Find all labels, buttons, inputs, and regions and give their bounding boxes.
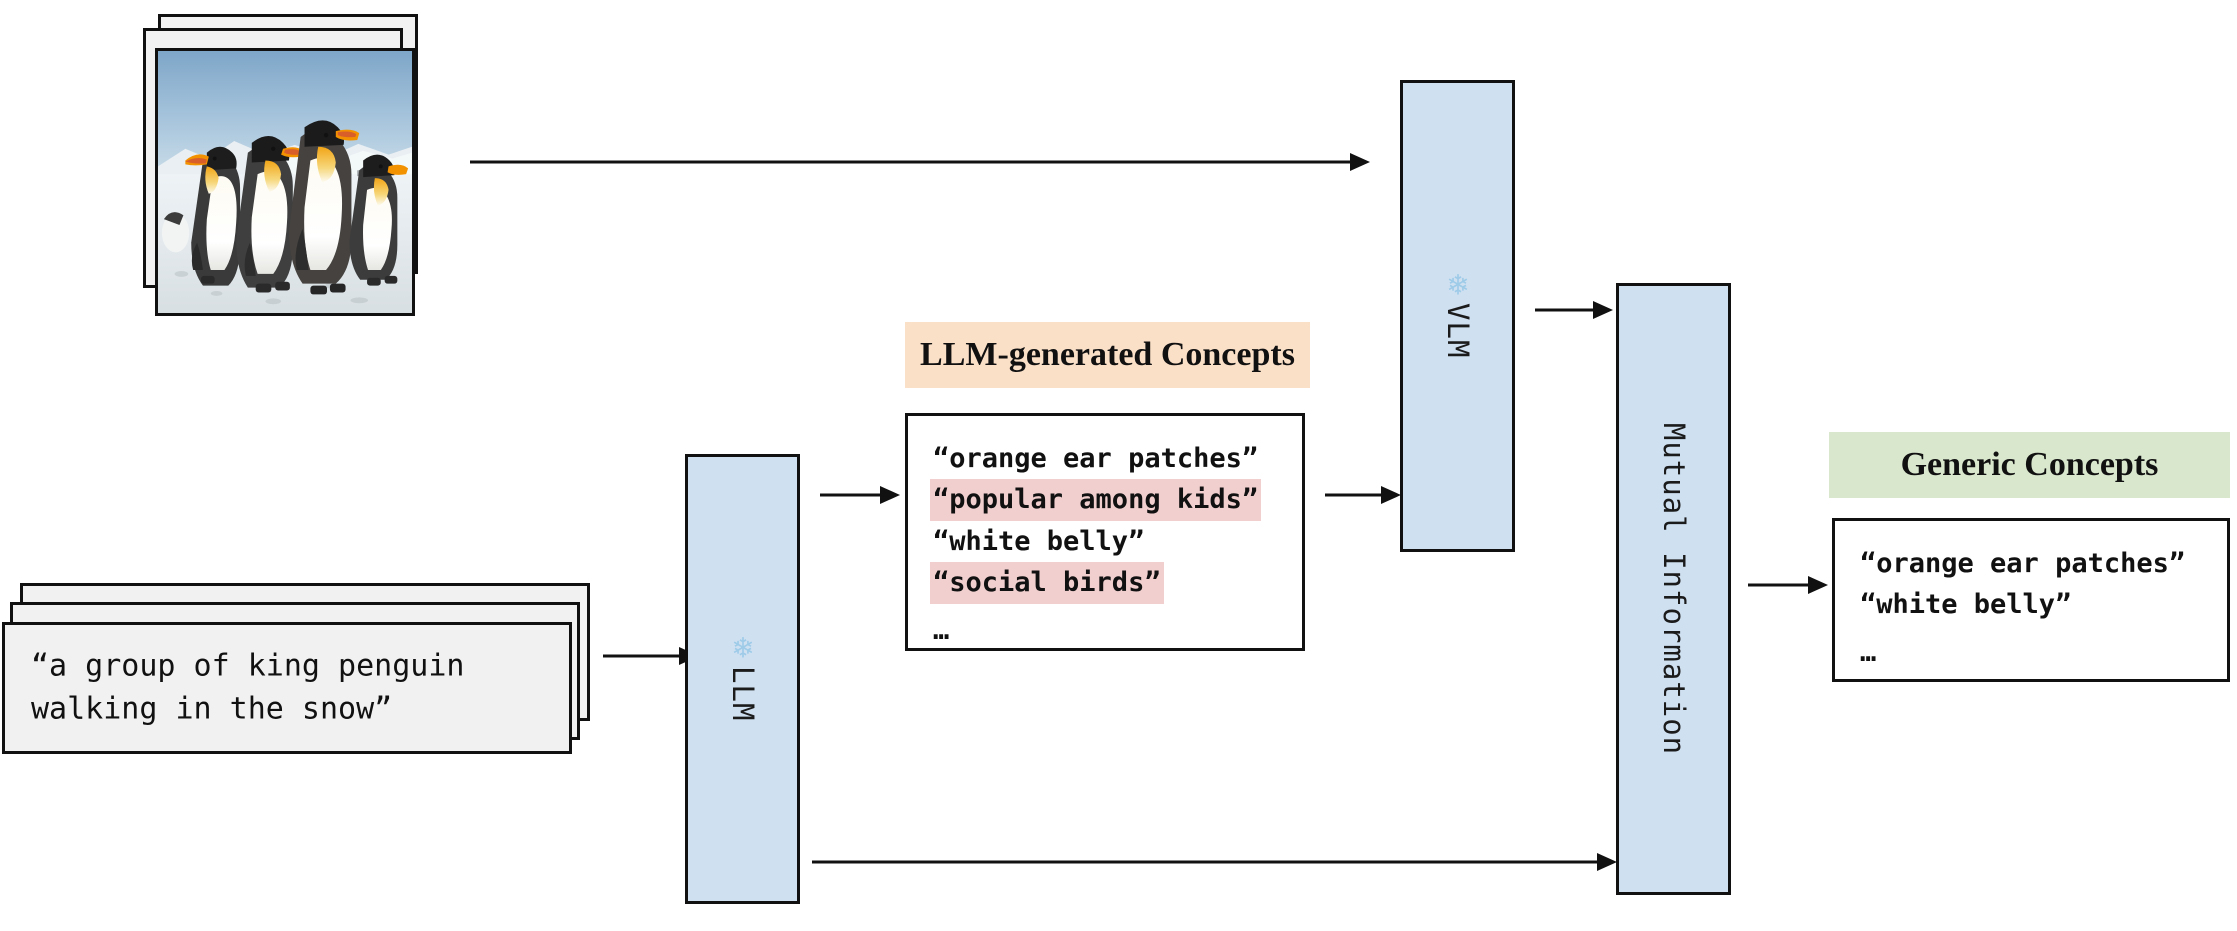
- concept-item: “social birds”: [930, 562, 1164, 604]
- vlm-block[interactable]: ❄ VLM: [1400, 80, 1515, 552]
- llm-generated-concepts-header-label: LLM-generated Concepts: [920, 336, 1295, 373]
- caption-text: “a group of king penguin walking in the …: [31, 648, 465, 726]
- arrow-llm-to-mutual-information: [812, 852, 1617, 872]
- mutual-information-block[interactable]: Mutual Information: [1616, 283, 1731, 895]
- generic-concepts-box: “orange ear patches” “white belly” …: [1832, 518, 2230, 682]
- concept-item: “orange ear patches”: [933, 443, 1259, 474]
- concept-item: “popular among kids”: [930, 479, 1262, 521]
- vlm-block-label: VLM: [1440, 303, 1475, 359]
- arrow-concepts-to-vlm: [1325, 485, 1401, 505]
- mutual-information-block-label: Mutual Information: [1656, 422, 1691, 756]
- concept-ellipsis: …: [1860, 636, 1879, 668]
- llm-block-inner: ❄ LLM: [725, 632, 760, 722]
- image-stack-card-front: [155, 48, 415, 316]
- snowflake-icon: ❄: [1445, 269, 1470, 301]
- arrow-mutual-information-to-generic: [1748, 575, 1828, 595]
- mutual-information-block-inner: Mutual Information: [1657, 423, 1691, 755]
- generic-concepts-header: Generic Concepts: [1829, 432, 2230, 498]
- concept-item: “orange ear patches”: [1860, 548, 2186, 579]
- caption-stack-card-front: “a group of king penguin walking in the …: [2, 622, 572, 754]
- vlm-block-inner: ❄ VLM: [1440, 269, 1475, 359]
- concept-item: “white belly”: [1860, 589, 2072, 621]
- penguin-photo: [158, 51, 412, 313]
- snowflake-icon: ❄: [730, 632, 755, 664]
- concept-item: “white belly”: [933, 525, 1145, 557]
- arrow-images-to-vlm: [470, 152, 1370, 172]
- llm-generated-concepts-box: “orange ear patches” “popular among kids…: [905, 413, 1305, 651]
- llm-block-label: LLM: [725, 666, 760, 722]
- arrow-vlm-to-mutual-information: [1535, 300, 1613, 320]
- llm-generated-concepts-header: LLM-generated Concepts: [905, 322, 1310, 388]
- llm-block[interactable]: ❄ LLM: [685, 454, 800, 904]
- arrow-llm-to-concepts: [820, 485, 900, 505]
- generic-concepts-header-label: Generic Concepts: [1900, 446, 2159, 483]
- concept-ellipsis: …: [933, 614, 952, 646]
